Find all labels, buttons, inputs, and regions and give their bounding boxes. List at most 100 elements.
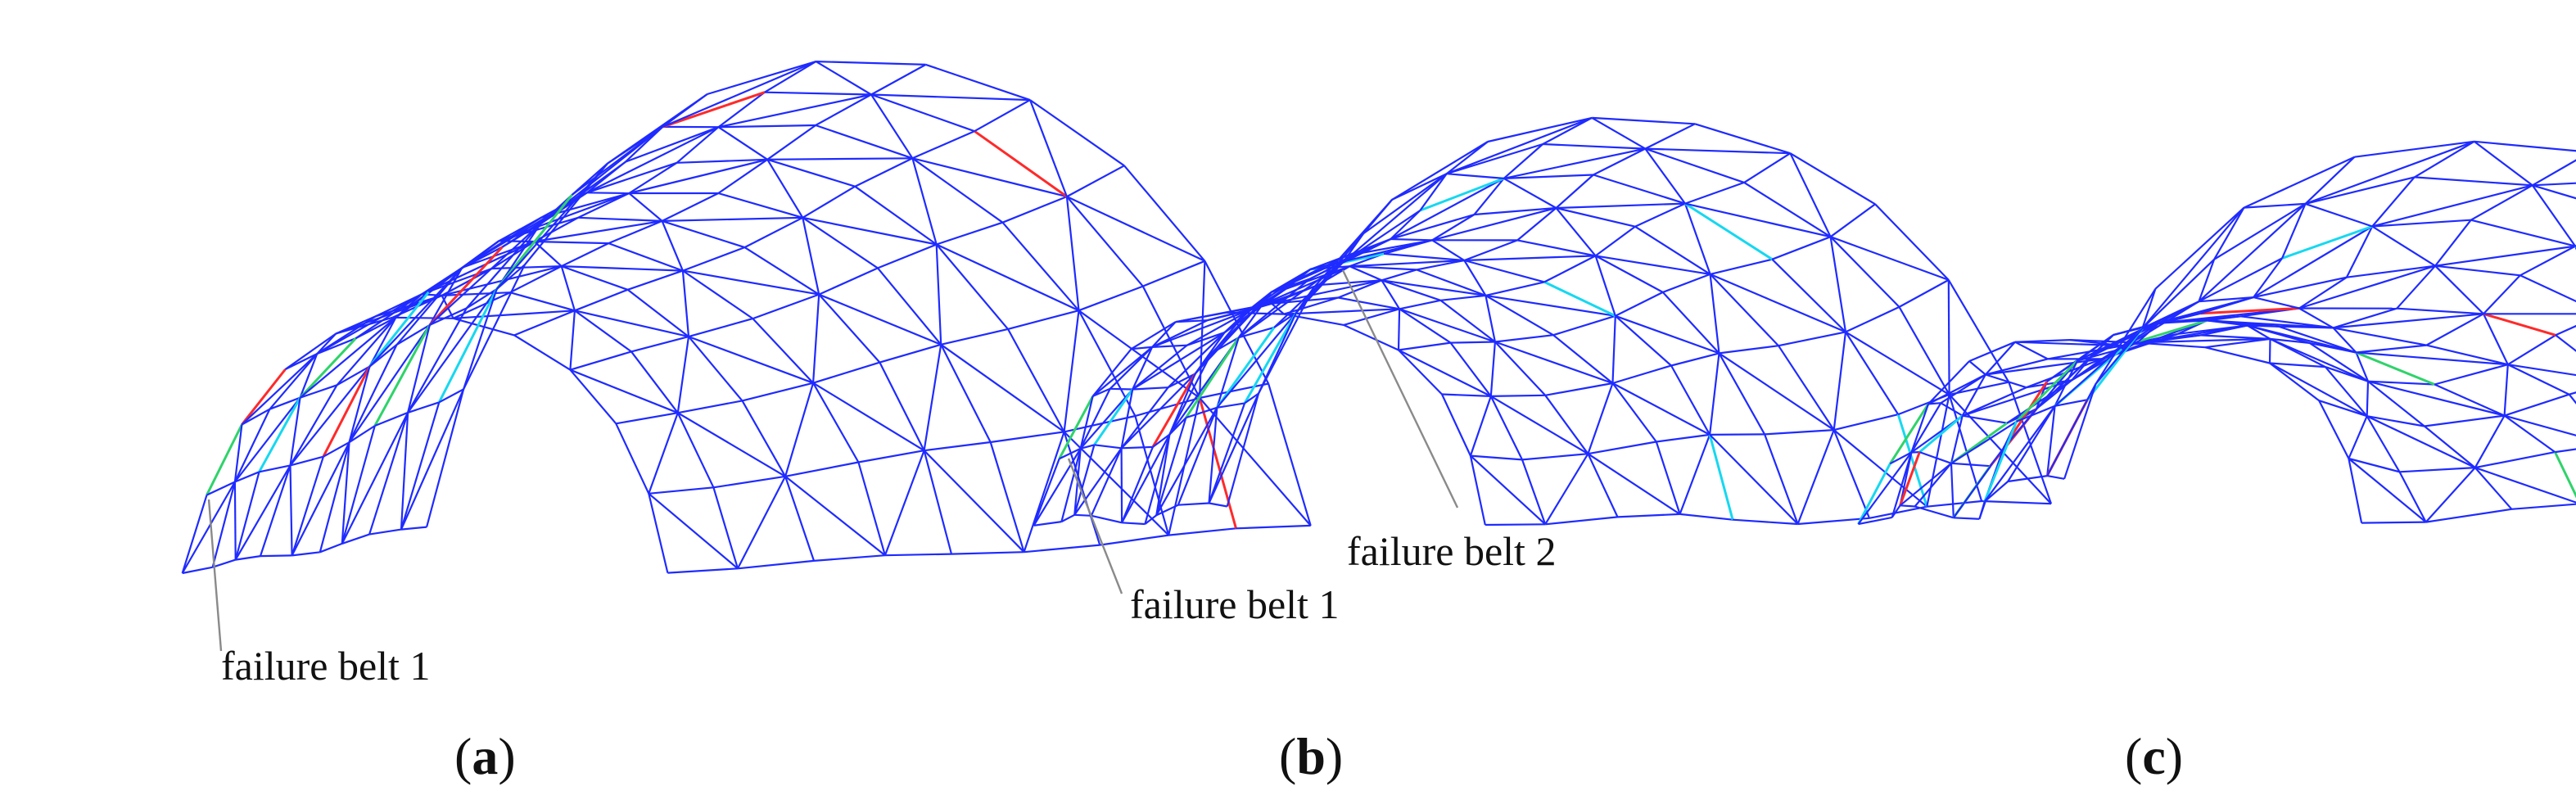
panel-a-member bbox=[241, 408, 270, 426]
panel-a-member bbox=[233, 424, 243, 482]
panel-b-member bbox=[1593, 174, 1686, 205]
panel-a-member bbox=[940, 344, 992, 443]
panel-c-member bbox=[2213, 202, 2307, 260]
panel-a-member bbox=[577, 192, 630, 219]
panel-a-member bbox=[561, 242, 609, 268]
panel-c-member bbox=[2474, 467, 2513, 510]
panel-c-member bbox=[1891, 504, 1901, 518]
panel-a-member bbox=[319, 441, 350, 553]
panel-c-member bbox=[2434, 383, 2506, 417]
panel-b-member bbox=[1210, 292, 1272, 355]
panel-a-member bbox=[336, 316, 397, 386]
panel-b-member bbox=[1363, 173, 1448, 234]
panel-c-member bbox=[2555, 334, 2576, 352]
panel-a-member bbox=[523, 162, 608, 266]
panel-b-member bbox=[1060, 513, 1075, 523]
panel-a-member bbox=[1078, 310, 1137, 417]
panel-a-member bbox=[813, 554, 885, 562]
panel-a-member bbox=[561, 265, 628, 291]
panel-c-member bbox=[2414, 176, 2533, 187]
panel-a-member bbox=[441, 268, 493, 296]
panel-a-member bbox=[284, 332, 337, 370]
panel-b-member bbox=[1874, 203, 1950, 281]
panel-b: failure belt 2 failure belt 1 (b) bbox=[1033, 116, 2053, 785]
panel-a-member bbox=[234, 472, 260, 560]
panel-b-member bbox=[1132, 332, 1226, 391]
panel-c-member bbox=[2424, 414, 2505, 427]
panel-c-member bbox=[1899, 452, 1913, 506]
panel-b-member bbox=[1210, 337, 1240, 355]
panel-a-member bbox=[513, 310, 576, 337]
panel-a-member bbox=[630, 350, 679, 414]
panel-b-member bbox=[1490, 394, 1546, 397]
panel-b-member bbox=[1207, 308, 1252, 322]
panel-b-member bbox=[1542, 116, 1593, 145]
panel-b-member bbox=[1896, 414, 1928, 508]
panel-b-member bbox=[1947, 279, 1950, 395]
panel-c-member bbox=[2507, 364, 2570, 395]
panel-b-member bbox=[1645, 147, 1791, 155]
panel-b-member bbox=[1391, 141, 1489, 201]
panel-c-member bbox=[1914, 505, 1955, 519]
panel-b-member bbox=[1485, 281, 1545, 296]
panel-b-member bbox=[1079, 388, 1134, 450]
panel-b-member bbox=[1709, 353, 1720, 436]
panel-b-member bbox=[1151, 373, 1196, 448]
panel-a-member bbox=[509, 292, 576, 312]
panel-a-member bbox=[1123, 165, 1206, 262]
panel-c-member bbox=[2425, 313, 2484, 346]
panel-b-member bbox=[1494, 341, 1547, 396]
panel-a-member bbox=[662, 61, 816, 128]
panel-b-member bbox=[1679, 513, 1733, 521]
panel-a-member bbox=[206, 423, 243, 496]
panel-a-member bbox=[1078, 310, 1200, 399]
panel-c-member bbox=[2470, 219, 2576, 247]
panel-b-member bbox=[1349, 259, 1465, 268]
panel-a-member bbox=[676, 412, 715, 488]
panel-a-member bbox=[676, 336, 690, 414]
panel-c-member bbox=[2434, 364, 2509, 386]
panel-c-member bbox=[1968, 341, 2016, 363]
panel-a-member bbox=[628, 192, 663, 222]
panel-a-member bbox=[713, 475, 786, 489]
panel-c-member bbox=[2047, 475, 2065, 480]
panel-b-member bbox=[1120, 386, 1169, 449]
panel-a-member bbox=[586, 192, 630, 195]
panel-a-member bbox=[1199, 397, 1312, 527]
panel-a-member bbox=[974, 129, 1068, 198]
panel-c-member bbox=[2281, 203, 2307, 259]
panel-b-failure-belt-1-leader bbox=[1067, 458, 1123, 594]
panel-a-member bbox=[466, 288, 498, 310]
panel-b-member bbox=[1464, 255, 1596, 262]
panel-a-member bbox=[712, 486, 739, 569]
panel-b-member bbox=[1132, 344, 1188, 391]
panel-c-member bbox=[2520, 274, 2576, 303]
panel-a-member bbox=[743, 246, 820, 296]
panel-b-member bbox=[1948, 394, 1983, 502]
panel-b-member bbox=[1845, 331, 1900, 415]
panel-b-member bbox=[1552, 314, 1616, 337]
panel-c-member bbox=[2367, 380, 2425, 427]
panel-a-member bbox=[462, 240, 535, 269]
panel-a-member bbox=[717, 91, 766, 129]
panel-a-member bbox=[682, 269, 820, 296]
panel-a-member bbox=[857, 462, 886, 556]
panel-a-member bbox=[395, 267, 463, 346]
panel-c-member bbox=[2200, 334, 2271, 340]
panel-a-member bbox=[336, 365, 370, 386]
panel-a-label: (a) bbox=[454, 727, 516, 785]
panel-b-member bbox=[1450, 341, 1495, 344]
panel-b-member bbox=[1830, 236, 1950, 281]
panel-b-member bbox=[1485, 523, 1546, 527]
panel-a-member bbox=[648, 493, 669, 573]
panel-a-member bbox=[319, 542, 343, 554]
panel-c-member bbox=[2426, 344, 2509, 366]
panel-b-member bbox=[1463, 260, 1487, 296]
panel-c-member bbox=[2371, 225, 2436, 267]
panel-c-member bbox=[2348, 457, 2400, 473]
panel-b-member bbox=[1765, 429, 1834, 436]
panel-a-member bbox=[812, 382, 860, 463]
panel-c-member bbox=[2269, 362, 2320, 402]
panel-c-member bbox=[1978, 501, 1986, 520]
panel-b-member bbox=[1709, 273, 1720, 354]
